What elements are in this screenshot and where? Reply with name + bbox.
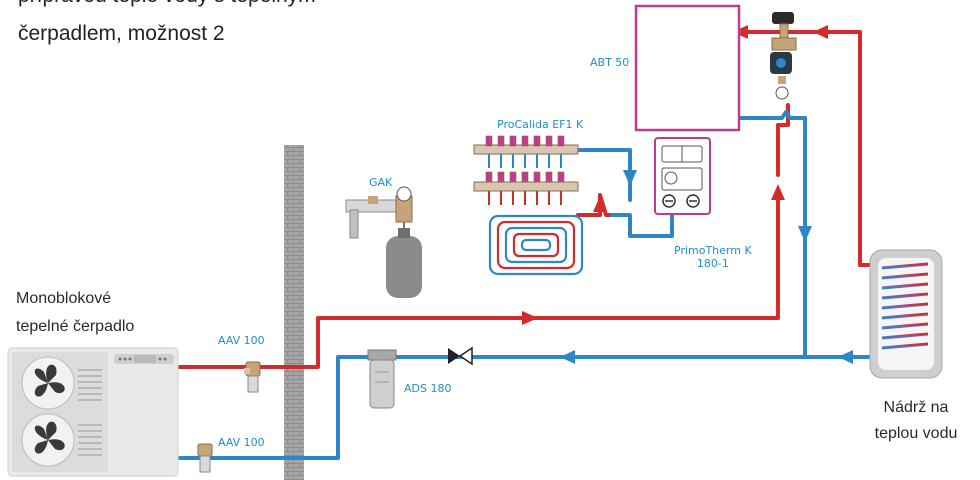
arrow-icon [522,311,538,325]
arrow-icon [838,350,853,364]
supply-pipes [178,30,880,369]
brick-wall [284,145,304,480]
abt-label: ABT 50 [590,56,630,69]
ads-label: ADS 180 [404,382,452,395]
aav-top-label: AAV 100 [218,334,265,347]
arrow-icon [593,196,607,212]
tank-label: Nádrž na teplou vodu [866,397,966,445]
arrow-icon [771,184,785,200]
valve-icon [244,361,261,393]
tank-label-line-2: teplou vodu [874,425,958,442]
aav-bottom-label: AAV 100 [218,436,265,449]
hydraulic-separator [345,186,413,239]
hot-water-tank [869,249,943,379]
arrow-icon [623,170,637,186]
tank-label-line-1: Nádrž na [883,399,949,416]
procalida-label: ProCalida EF1 K [497,118,584,131]
primotherm-label-line-2: 180-1 [696,257,729,270]
heat-pump-label: Monoblokové tepelné čerpadlo [16,288,134,338]
title-line-2: čerpadlem, možnost 2 [18,22,225,45]
valve-icon [448,348,460,364]
arrow-icon [798,226,812,242]
gak-label: GAK [369,176,393,189]
abt-boiler [634,4,741,132]
primotherm-label-line-1: PrimoTherm K [674,244,752,257]
pump-group [770,12,797,100]
fan-icon [34,364,65,397]
diagram-title: přípravou teplé vody s tepelným čerpadle… [18,0,316,58]
filter-device [367,349,397,409]
heat-pump-label-line-1: Monoblokové [16,290,112,307]
valve-icon [197,443,213,473]
arrow-icon [813,25,828,39]
floor-heating-manifold [473,135,579,205]
gauge-icon [396,186,412,202]
valve-icon [458,346,473,366]
pump-icon [664,171,678,185]
fan-icon [34,421,65,454]
arrow-icon [560,350,575,364]
heat-pump-unit [7,347,179,477]
floor-heating-loop [488,214,584,276]
title-line-1: přípravou teplé vody s tepelným [18,0,316,14]
primotherm-module [654,137,711,215]
gauge-icon [775,86,789,100]
arrow-icon [733,25,748,39]
expansion-vessel [386,228,422,298]
primotherm-label: PrimoTherm K 180-1 [674,244,752,270]
heat-pump-label-line-2: tepelné čerpadlo [16,318,135,335]
